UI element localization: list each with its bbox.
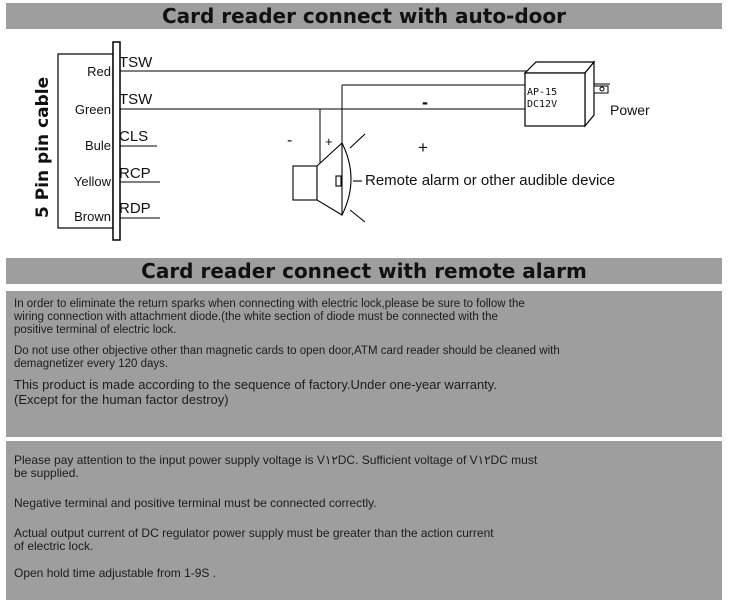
note-hold-time: Open hold time adjustable from 1-9S .	[14, 566, 217, 580]
signal-rdp: RDP	[119, 200, 151, 217]
signal-tsw-2: TSW	[119, 91, 153, 108]
minus-sign-speaker: -	[287, 132, 292, 149]
plus-sign-speaker: +	[325, 134, 333, 149]
note-card-cleaning: Do not use other objective other than ma…	[14, 345, 560, 370]
note-diode: In order to eliminate the return sparks …	[14, 298, 525, 336]
cable-label: 5 Pin pin cable	[33, 77, 53, 218]
signal-cls: CLS	[119, 128, 148, 145]
wire-color-red: Red	[87, 64, 111, 79]
power-adapter: AP-15 DC12V	[523, 60, 610, 128]
wire-color-yellow: Yellow	[74, 174, 112, 189]
auto-door-section-title: Card reader connect with auto-door	[6, 3, 722, 29]
wire-color-green: Green	[75, 102, 111, 117]
speaker-icon	[292, 133, 366, 223]
wiring-diagram: 5 Pin pin cable Red Green Bule Yellow Br…	[33, 41, 650, 241]
connector-edge	[112, 41, 121, 241]
alarm-device-label: Remote alarm or other audible device	[365, 172, 615, 189]
wire-color-brown: Brown	[74, 209, 111, 224]
note-voltage: Please pay attention to the input power …	[14, 453, 538, 480]
power-label: Power	[610, 102, 650, 118]
connector-block	[57, 53, 114, 229]
remote-alarm-section-title: Card reader connect with remote alarm	[6, 258, 722, 284]
note-polarity: Negative terminal and positive terminal …	[14, 496, 377, 510]
notes-panel-2: Please pay attention to the input power …	[6, 441, 722, 600]
note-warranty: This product is made according to the se…	[14, 377, 497, 407]
notes-panel-1: In order to eliminate the return sparks …	[6, 291, 722, 437]
note-current: Actual output current of DC regulator po…	[14, 526, 494, 553]
minus-sign-power: -	[422, 92, 428, 112]
plus-sign-power: +	[418, 138, 428, 157]
signal-tsw-1: TSW	[119, 54, 153, 71]
signal-rcp: RCP	[119, 165, 151, 182]
adapter-model: AP-15	[527, 87, 557, 98]
wire-color-blue: Bule	[85, 138, 111, 153]
adapter-voltage: DC12V	[527, 99, 557, 110]
